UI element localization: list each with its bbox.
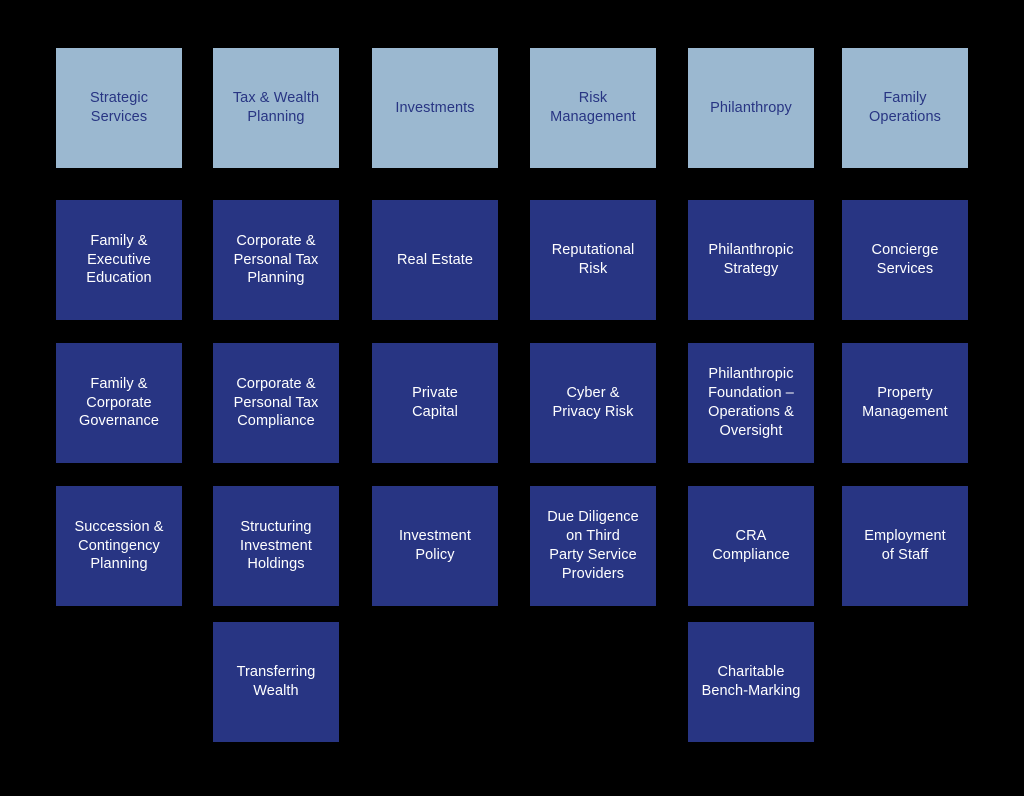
service-item-label: Succession & Contingency Planning — [74, 518, 164, 573]
service-item-label: Reputational Risk — [551, 242, 635, 277]
category-header-label: Family Operations — [869, 90, 941, 125]
service-item-card[interactable]: Cyber & Privacy Risk — [530, 343, 656, 463]
service-item-label: Property Management — [862, 385, 948, 420]
service-item-card[interactable]: Reputational Risk — [530, 200, 656, 320]
category-header-label: Tax & Wealth Planning — [232, 90, 320, 125]
category-header-card[interactable]: Tax & Wealth Planning — [213, 48, 339, 168]
category-header-card[interactable]: Strategic Services — [56, 48, 182, 168]
service-item-label: Family & Executive Education — [86, 232, 152, 287]
category-header-card[interactable]: Risk Management — [530, 48, 656, 168]
category-header-label: Risk Management — [550, 90, 636, 125]
service-item-card[interactable]: Charitable Bench-Marking — [688, 622, 814, 742]
service-item-label: Due Diligence on Third Party Service Pro… — [547, 509, 639, 582]
service-item-card[interactable]: CRA Compliance — [688, 486, 814, 606]
service-item-card[interactable]: Investment Policy — [372, 486, 498, 606]
category-header-label: Philanthropy — [710, 99, 792, 116]
service-item-label: Concierge Services — [871, 242, 939, 277]
service-item-label: Investment Policy — [399, 528, 471, 563]
service-item-card[interactable]: Private Capital — [372, 343, 498, 463]
service-item-card[interactable]: Corporate & Personal Tax Planning — [213, 200, 339, 320]
service-item-card[interactable]: Due Diligence on Third Party Service Pro… — [530, 486, 656, 606]
service-item-label: Transferring Wealth — [236, 664, 316, 699]
category-header-label: Investments — [395, 99, 475, 116]
service-item-label: CRA Compliance — [712, 528, 790, 563]
category-header-label: Strategic Services — [89, 90, 149, 125]
service-item-label: Private Capital — [412, 385, 458, 420]
service-item-card[interactable]: Philanthropic Foundation – Operations & … — [688, 343, 814, 463]
service-item-label: Structuring Investment Holdings — [240, 518, 312, 573]
service-item-card[interactable]: Real Estate — [372, 200, 498, 320]
service-item-label: Family & Corporate Governance — [79, 375, 159, 430]
service-item-card[interactable]: Concierge Services — [842, 200, 968, 320]
service-item-card[interactable]: Structuring Investment Holdings — [213, 486, 339, 606]
service-item-card[interactable]: Corporate & Personal Tax Compliance — [213, 343, 339, 463]
service-item-card[interactable]: Employment of Staff — [842, 486, 968, 606]
service-item-card[interactable]: Transferring Wealth — [213, 622, 339, 742]
service-item-label: Philanthropic Foundation – Operations & … — [708, 366, 794, 439]
service-item-card[interactable]: Philanthropic Strategy — [688, 200, 814, 320]
service-item-label: Corporate & Personal Tax Compliance — [233, 375, 319, 430]
service-item-label: Corporate & Personal Tax Planning — [233, 232, 319, 287]
service-item-label: Employment of Staff — [864, 528, 946, 563]
service-item-label: Charitable Bench-Marking — [701, 664, 801, 699]
service-item-card[interactable]: Family & Corporate Governance — [56, 343, 182, 463]
service-item-card[interactable]: Property Management — [842, 343, 968, 463]
category-header-card[interactable]: Family Operations — [842, 48, 968, 168]
category-header-card[interactable]: Philanthropy — [688, 48, 814, 168]
service-item-card[interactable]: Succession & Contingency Planning — [56, 486, 182, 606]
service-item-label: Philanthropic Strategy — [708, 242, 794, 277]
service-item-label: Cyber & Privacy Risk — [552, 385, 634, 420]
service-item-card[interactable]: Family & Executive Education — [56, 200, 182, 320]
service-item-label: Real Estate — [396, 251, 474, 268]
category-header-card[interactable]: Investments — [372, 48, 498, 168]
